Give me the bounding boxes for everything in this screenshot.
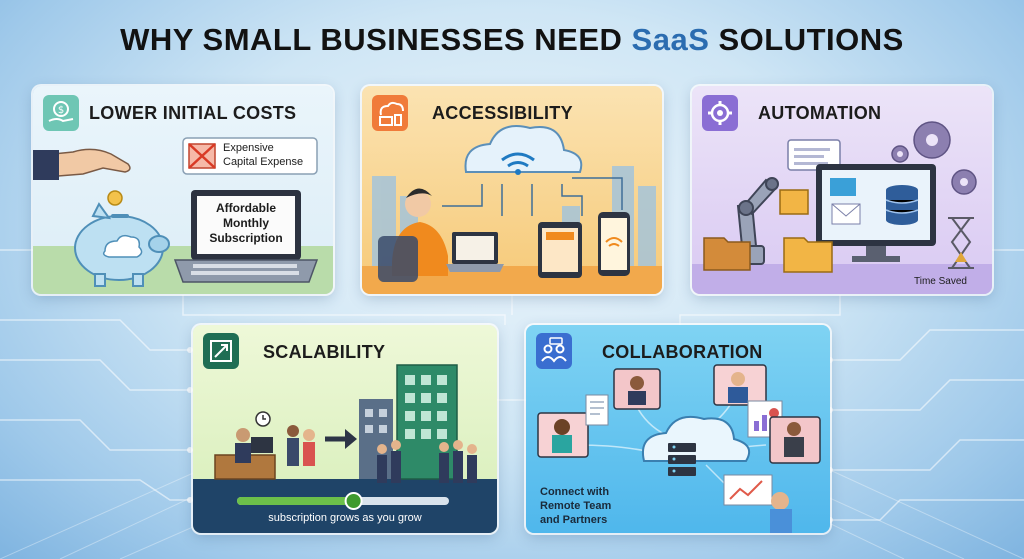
team-icon (536, 333, 572, 369)
accessibility-title: ACCESSIBILITY (432, 103, 573, 123)
expand-icon (203, 333, 239, 369)
panel-scalability: SCALABILITY subscription grows as you gr… (193, 325, 497, 533)
growth-slider-knob[interactable] (344, 492, 363, 510)
growth-slider-fill (237, 497, 354, 505)
title-accent: SaaS (631, 22, 710, 57)
scalability-illustration (193, 364, 497, 533)
costs-illustration (33, 137, 333, 294)
expensive-label: Expensive Capital Expense (223, 142, 304, 168)
svg-text:$: $ (58, 105, 64, 116)
gear-icon (702, 95, 738, 131)
time-saved-label: Time Saved (914, 276, 967, 287)
panel-lower-initial-costs: $ LOWER INITIAL COSTS Expensive Capital … (33, 86, 333, 294)
scalability-caption: subscription grows as you grow (268, 512, 422, 524)
accessibility-illustration (362, 125, 662, 294)
collaboration-caption: Connect with Remote Team and Partners (540, 486, 612, 526)
panel-accessibility: ACCESSIBILITY (362, 86, 662, 294)
automation-title: AUTOMATION (758, 103, 882, 123)
money-hand-icon: $ (43, 95, 79, 131)
collaboration-illustration (537, 364, 821, 533)
scalability-title: SCALABILITY (263, 342, 386, 362)
automation-illustration (692, 121, 992, 294)
devices-icon (372, 95, 408, 131)
costs-title: LOWER INITIAL COSTS (89, 103, 297, 123)
panel-automation: AUTOMATION Time Saved (692, 86, 992, 294)
page-title: WHY SMALL BUSINESSES NEED SaaS SOLUTIONS (120, 22, 904, 57)
subscription-label: Affordable Monthly Subscription (209, 201, 283, 245)
panel-collaboration: COLLABORATION Connect with Remote Team a… (526, 325, 830, 533)
collaboration-title: COLLABORATION (602, 342, 763, 362)
